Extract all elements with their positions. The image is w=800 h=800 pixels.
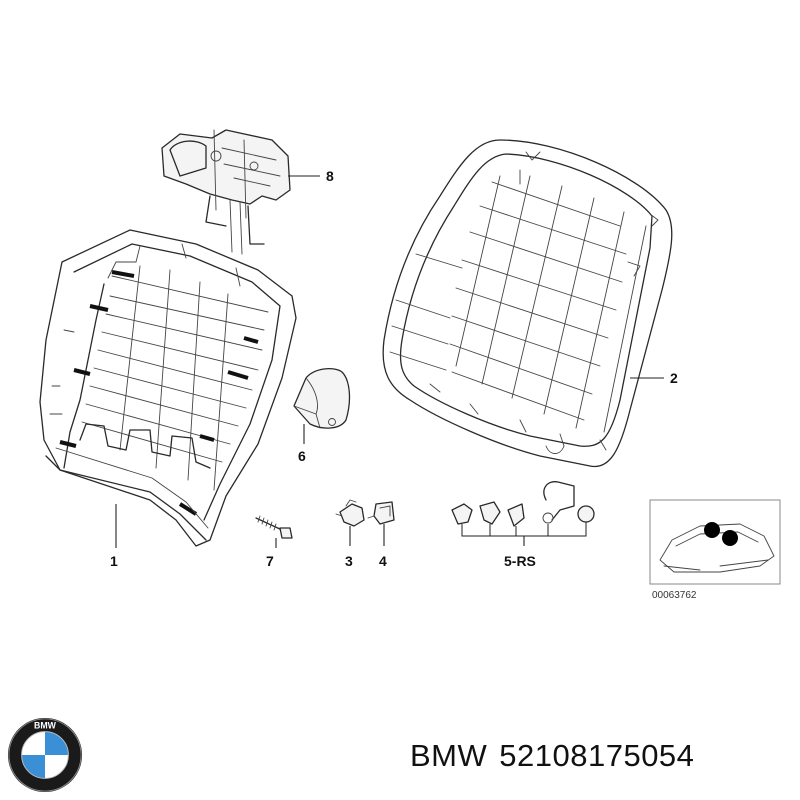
backrest-pad-part [382,139,673,468]
callout-6: 6 [298,448,306,464]
part-caption: BMW 52108175054 [410,738,706,774]
inset-reference-number: 00063762 [652,590,697,601]
square-clip-part [367,501,395,525]
vehicle-inset [649,499,781,585]
seat-location-marker [704,522,720,538]
small-clip-part [335,499,365,527]
callout-5-rs: 5-RS [504,553,536,569]
logo-letters: BMW [34,721,57,731]
part-number: 52108175054 [499,738,695,773]
screw-part [255,515,293,539]
seat-location-marker [722,530,738,546]
backrest-frame-part [39,229,297,547]
callout-8: 8 [326,168,334,184]
callout-7: 7 [266,553,274,569]
bmw-logo: BMW [7,717,83,793]
callout-3: 3 [345,553,353,569]
callout-4: 4 [379,553,387,569]
callout-2: 2 [670,370,678,386]
brand-name: BMW [410,738,488,773]
headrest-guide-part [161,129,291,255]
cover-cap-part [293,367,351,429]
callout-1: 1 [110,553,118,569]
fastener-set-part [451,481,595,537]
